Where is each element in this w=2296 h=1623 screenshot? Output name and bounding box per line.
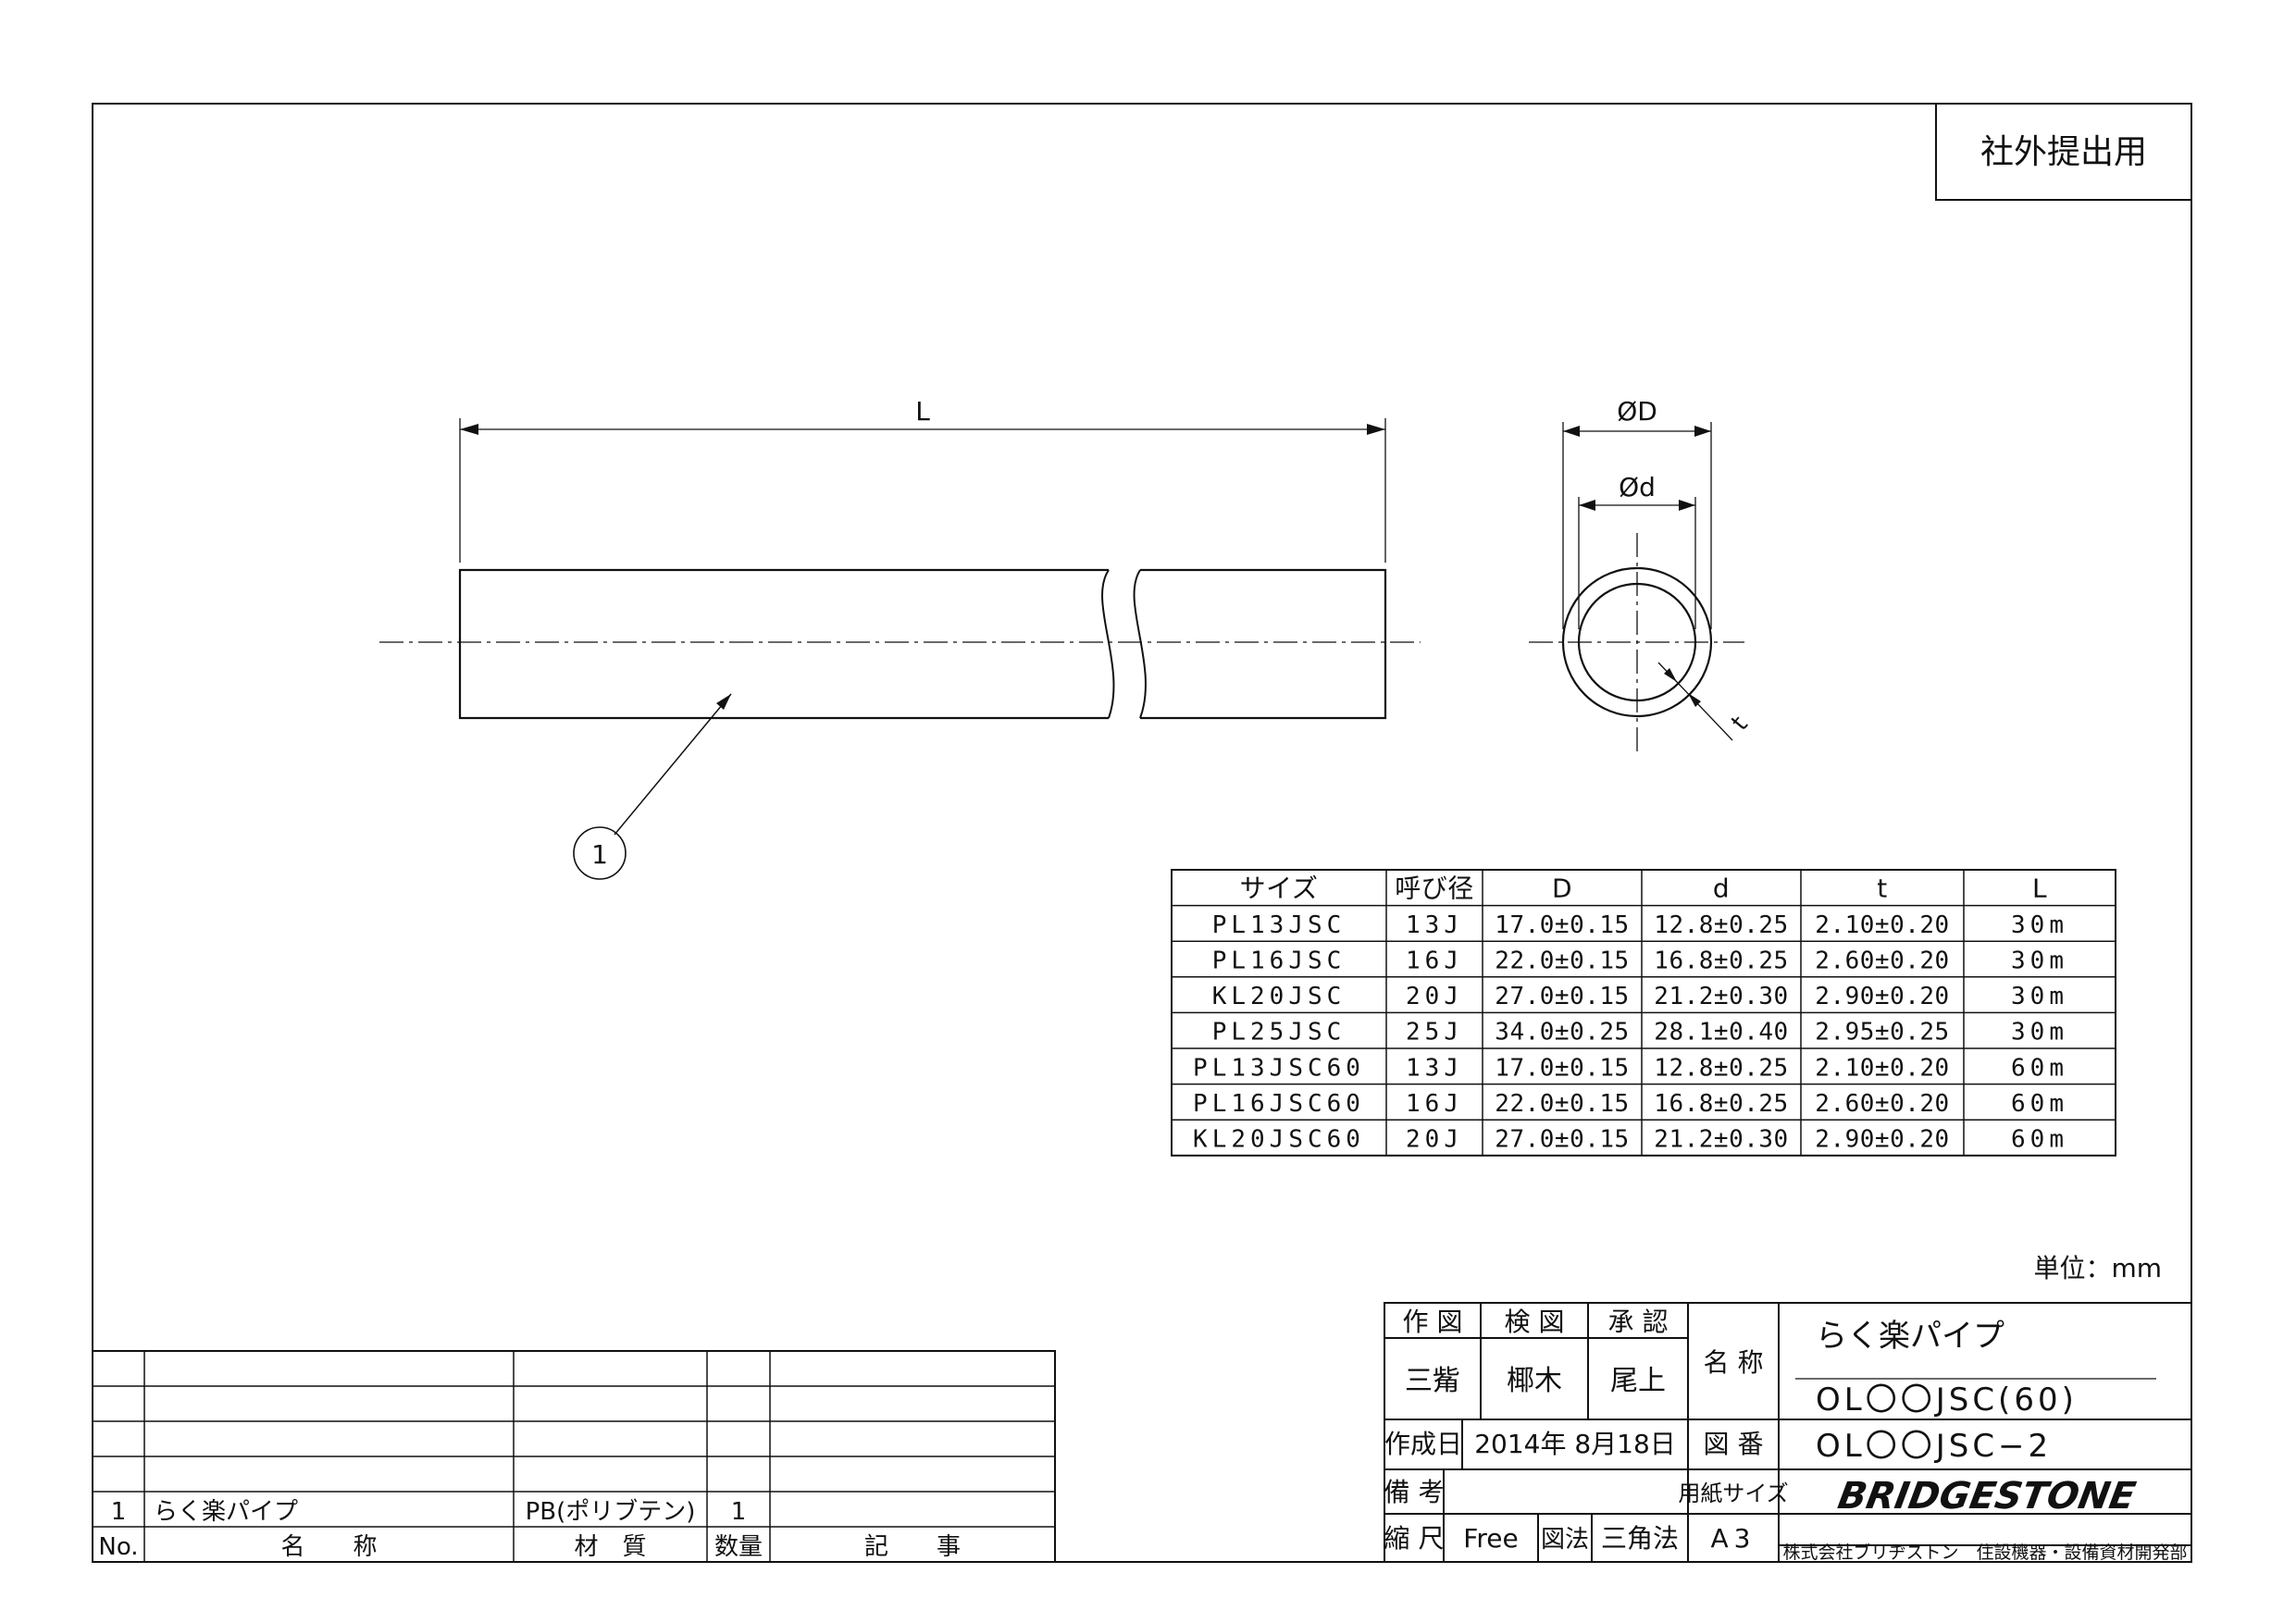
drawing-no: OL〇〇JSC−2 — [1816, 1428, 2052, 1465]
parts-list-cell: PB(ポリブテン) — [526, 1498, 696, 1526]
name-label: 名 称 — [1704, 1347, 1764, 1378]
paper-size-label: 用紙サイズ — [1678, 1481, 1788, 1506]
spec-table-header-cell: サイズ — [1240, 873, 1319, 903]
parts-list-header-cell: 記 事 — [864, 1533, 961, 1561]
spec-table-cell: 2.90±0.20 — [1815, 1126, 1949, 1154]
distribution-stamp: 社外提出用 — [1935, 103, 2192, 201]
spec-table-cell: 34.0±0.25 — [1495, 1019, 1629, 1047]
date-value: 2014年 8月18日 — [1474, 1429, 1676, 1459]
brand-logo: BRIDGESTONE — [1835, 1474, 2140, 1518]
paper-size-value: A3 — [1711, 1523, 1756, 1554]
spec-table-cell: PL13JSC — [1212, 911, 1347, 939]
spec-table-header-cell: L — [2032, 873, 2047, 903]
spec-table-cell: 13J — [1406, 911, 1463, 939]
spec-table-cell: 21.2±0.30 — [1654, 1126, 1788, 1154]
dim-label-L: L — [915, 396, 930, 427]
dim-label-D: ØD — [1617, 396, 1657, 427]
scale-label: 縮 尺 — [1384, 1523, 1445, 1554]
projection-label: 図法 — [1541, 1526, 1589, 1554]
checked-by: 椰木 — [1507, 1365, 1562, 1397]
spec-table-cell: 2.60±0.20 — [1815, 948, 1949, 975]
spec-table-cell: 30m — [2011, 948, 2068, 975]
part-balloon — [573, 826, 627, 880]
unit-note: 単位：mm — [2033, 1253, 2162, 1283]
spec-table-header-cell: t — [1877, 873, 1887, 903]
spec-table-cell: 30m — [2011, 1019, 2068, 1047]
stamp-text: 社外提出用 — [1980, 133, 2147, 171]
spec-table-cell: 2.60±0.20 — [1815, 1090, 1949, 1118]
company-name: 株式会社ブリヂストン 住設機器・設備資材開発部 — [1782, 1542, 2187, 1563]
spec-table-cell: 2.10±0.20 — [1815, 1054, 1949, 1082]
pipe-side-view — [379, 418, 1421, 880]
checked-label: 検 図 — [1505, 1307, 1565, 1337]
spec-table-cell: 17.0±0.15 — [1495, 1054, 1629, 1082]
date-label: 作成日 — [1384, 1429, 1462, 1459]
dim-label-t: t — [1726, 711, 1754, 736]
spec-table-cell: PL16JSC — [1212, 948, 1347, 975]
parts-list-header-cell: No. — [98, 1533, 138, 1561]
spec-table-cell: 25J — [1406, 1019, 1463, 1047]
spec-table-cell: 20J — [1406, 1126, 1463, 1154]
parts-list-cell: 1 — [731, 1498, 747, 1526]
product-name: らく楽パイプ — [1816, 1318, 2004, 1355]
title-block-text: 作 図 検 図 承 認 三觜 椰木 尾上 名 称 らく楽パイプ OL〇〇JSC(… — [1384, 1307, 2188, 1563]
parts-list-cell: らく楽パイプ — [154, 1498, 298, 1526]
spec-table-cell: 21.2±0.30 — [1654, 983, 1788, 1010]
drawn-label: 作 図 — [1403, 1307, 1463, 1337]
spec-table-cell: 17.0±0.15 — [1495, 911, 1629, 939]
spec-table-cell: 30m — [2011, 911, 2068, 939]
spec-table-cell: 2.90±0.20 — [1815, 983, 1949, 1010]
spec-table-cell: 30m — [2011, 983, 2068, 1010]
spec-table-cell: 22.0±0.15 — [1495, 948, 1629, 975]
spec-table-cell: 20J — [1406, 983, 1463, 1010]
dim-label-d: Ød — [1619, 472, 1656, 502]
spec-table-cell: 60m — [2011, 1090, 2068, 1118]
pipe-end-view — [1529, 422, 1744, 751]
model-code: OL〇〇JSC(60) — [1816, 1381, 2078, 1419]
spec-table-cell: 28.1±0.40 — [1654, 1019, 1788, 1047]
spec-table-cell: PL25JSC — [1212, 1019, 1347, 1047]
spec-table-cell: 2.95±0.25 — [1815, 1019, 1949, 1047]
spec-table-cell: 22.0±0.15 — [1495, 1090, 1629, 1118]
spec-table-cell: KL20JSC60 — [1193, 1126, 1365, 1154]
spec-table-cell: 27.0±0.15 — [1495, 983, 1629, 1010]
approved-label: 承 認 — [1608, 1307, 1669, 1337]
spec-table-cell: 60m — [2011, 1126, 2068, 1154]
spec-table-cell: 13J — [1406, 1054, 1463, 1082]
spec-table-cell: 2.10±0.20 — [1815, 911, 1949, 939]
spec-table-cell: 12.8±0.25 — [1654, 911, 1788, 939]
parts-list-header-cell: 材 質 — [574, 1533, 646, 1561]
part-balloon-number: 1 — [591, 839, 608, 870]
scale-value: Free — [1463, 1523, 1518, 1554]
spec-table-header-cell: d — [1713, 873, 1730, 903]
spec-table-cell: PL16JSC60 — [1193, 1090, 1365, 1118]
parts-list-table: No. 名 称 材 質 数量 記 事 1 らく楽パイプ PB(ポリブテン) 1 — [92, 1350, 1056, 1563]
sheet-border — [92, 103, 2192, 1563]
title-block — [1384, 1302, 2192, 1563]
spec-table-header-cell: D — [1552, 873, 1572, 903]
parts-list-header-cell: 名 称 — [280, 1533, 377, 1561]
parts-list-cell: 1 — [111, 1498, 127, 1526]
spec-table-header-cell: 呼び径 — [1395, 873, 1474, 903]
projection-value: 三角法 — [1601, 1523, 1679, 1554]
spec-table-cell: 16.8±0.25 — [1654, 1090, 1788, 1118]
remarks-label: 備 考 — [1384, 1477, 1445, 1507]
spec-table-cell: 16J — [1406, 1090, 1463, 1118]
spec-table-cell: 16J — [1406, 948, 1463, 975]
spec-table-cell: 16.8±0.25 — [1654, 948, 1788, 975]
drawn-by: 三觜 — [1405, 1365, 1460, 1397]
spec-table-cell: 60m — [2011, 1054, 2068, 1082]
approved-by: 尾上 — [1610, 1365, 1666, 1397]
drawing-no-label: 図 番 — [1704, 1429, 1764, 1459]
spec-table-cell: 27.0±0.15 — [1495, 1126, 1629, 1154]
spec-table-cell: 12.8±0.25 — [1654, 1054, 1788, 1082]
parts-list-header-cell: 数量 — [714, 1533, 763, 1561]
spec-table-cell: KL20JSC — [1212, 983, 1347, 1010]
spec-table-cell: PL13JSC60 — [1193, 1054, 1365, 1082]
